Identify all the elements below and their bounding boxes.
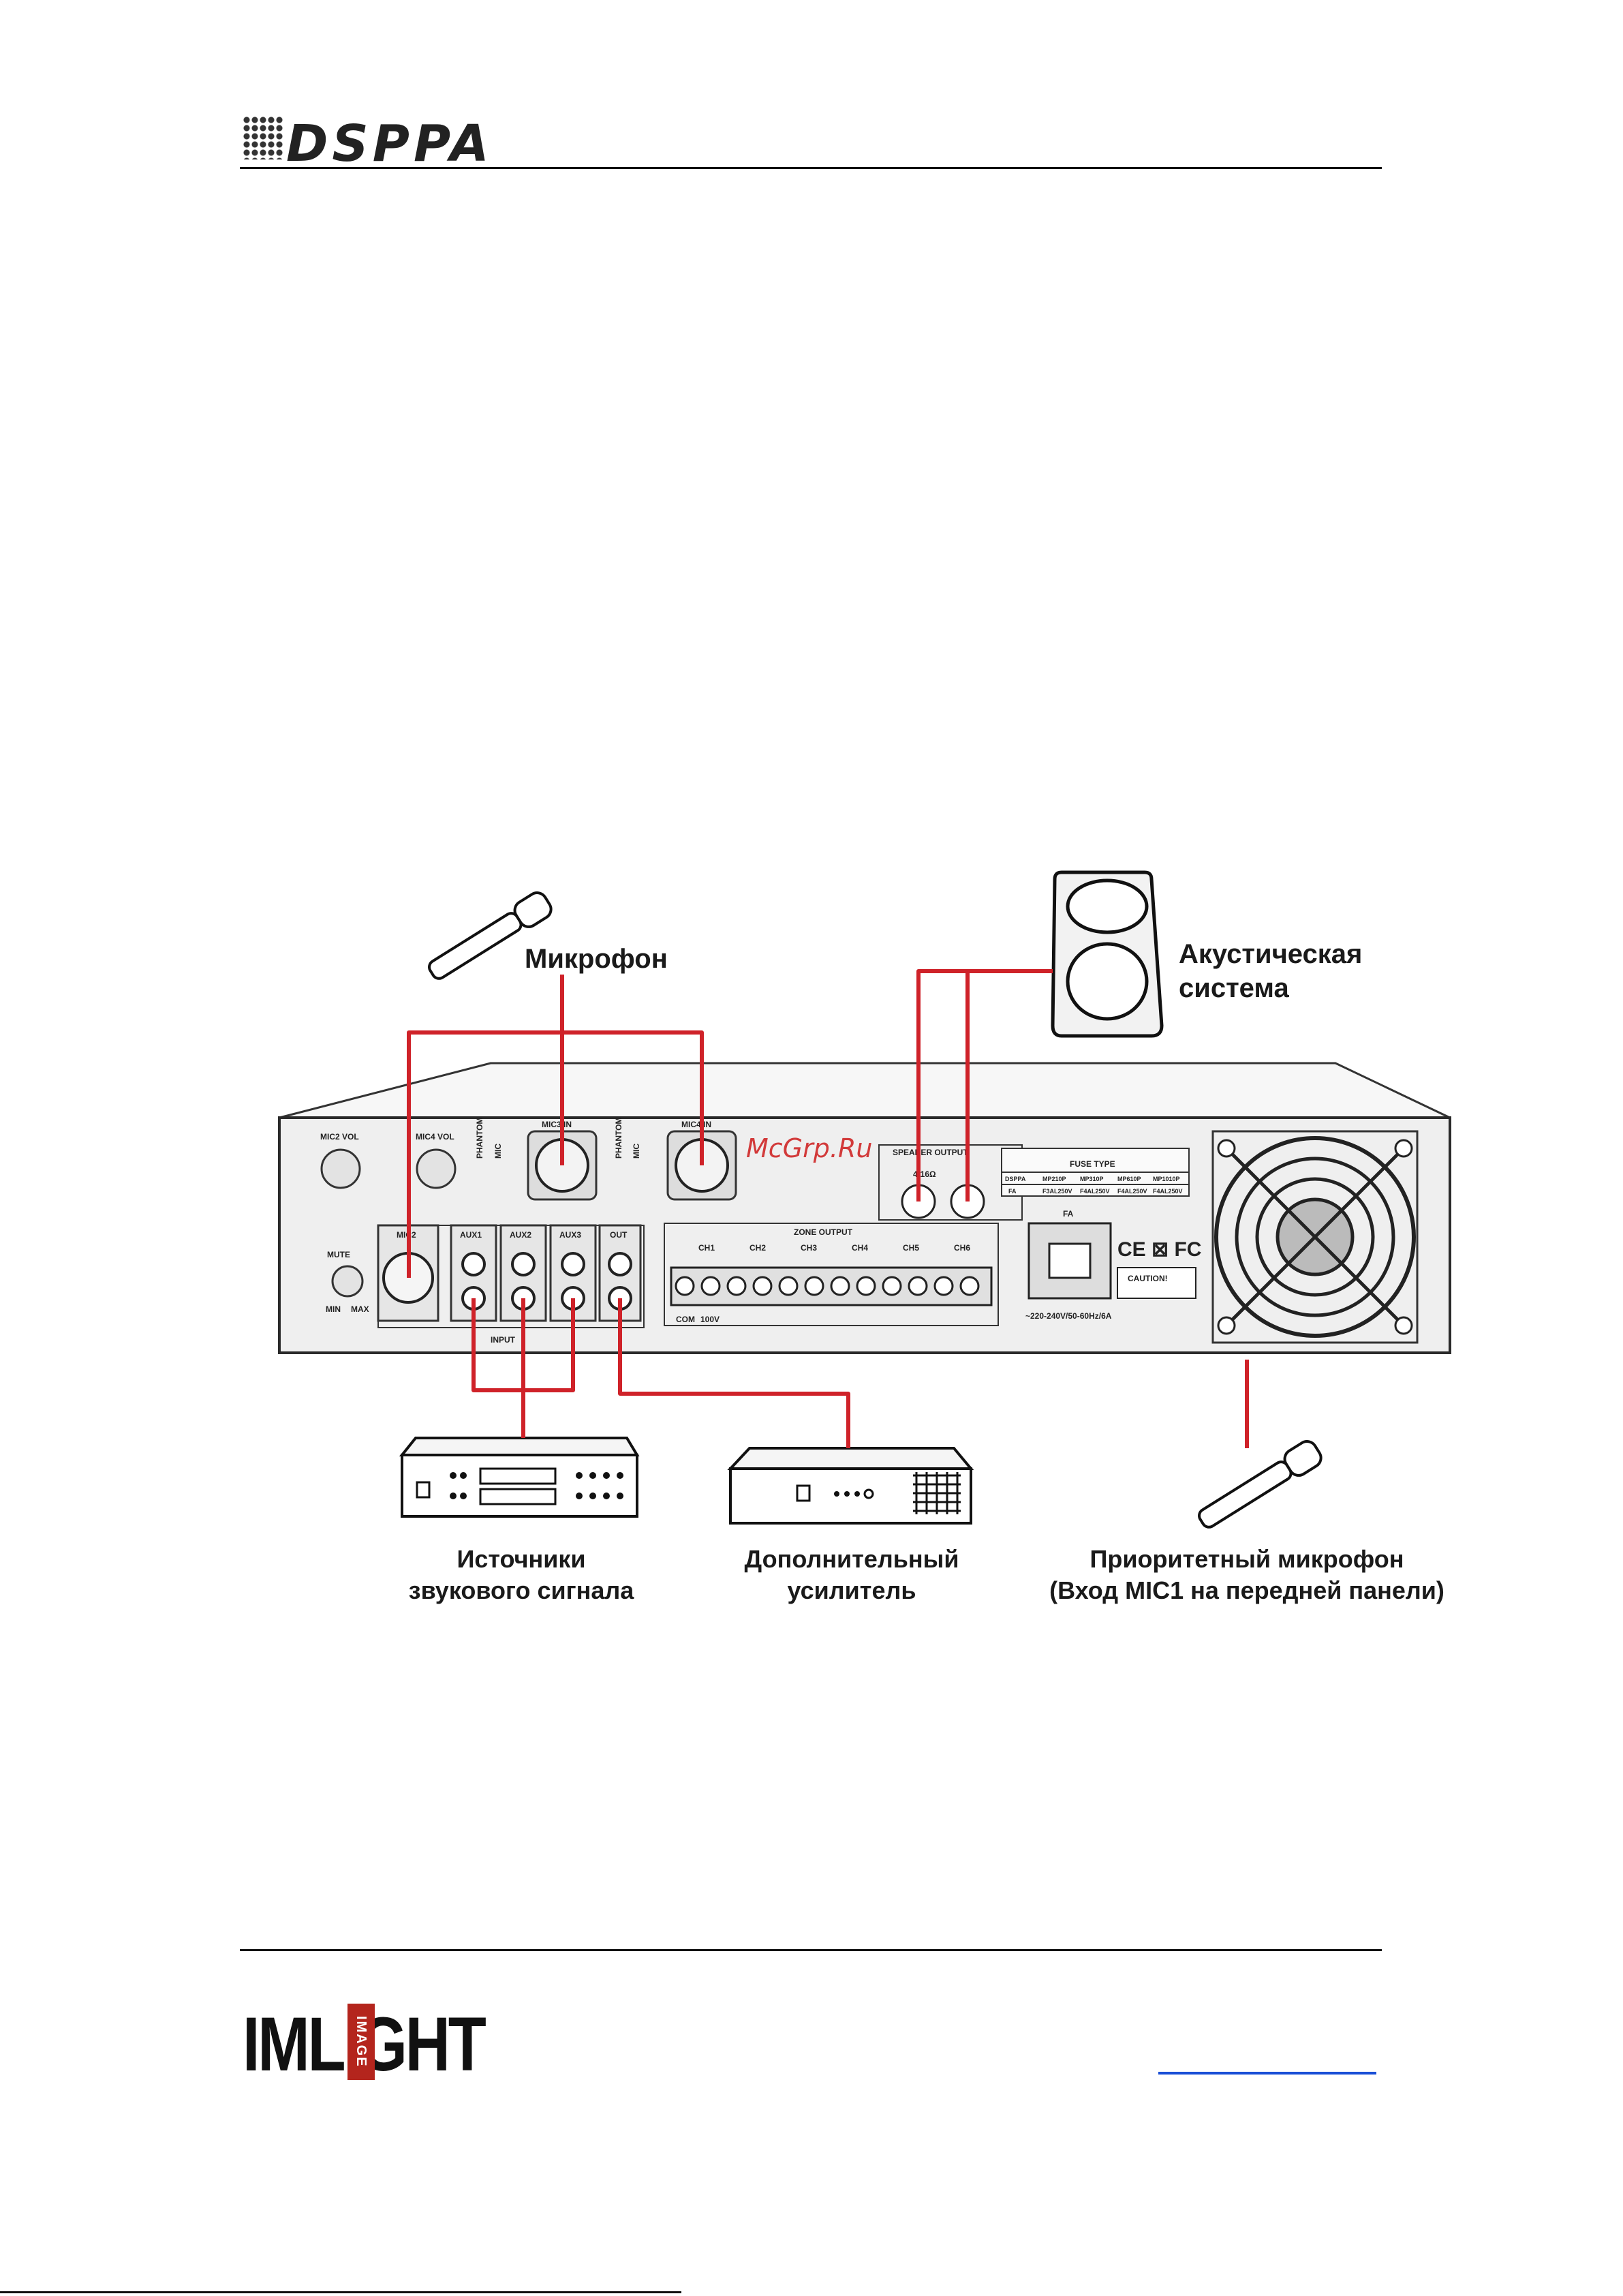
zone-output-label: ZONE OUTPUT xyxy=(794,1227,853,1237)
zone-terminal-screw xyxy=(700,1276,721,1296)
ch2-label: CH2 xyxy=(749,1243,766,1253)
cert-marks: CE ⊠ FC xyxy=(1117,1238,1201,1261)
input-label: INPUT xyxy=(491,1335,516,1345)
fuse-value-1: F3AL250V xyxy=(1042,1188,1072,1195)
ch6-label: CH6 xyxy=(954,1243,970,1253)
fuse-header-mp610p: MP610P xyxy=(1117,1176,1141,1182)
footer-logo-image-tag: IMAGE xyxy=(347,2004,375,2080)
fuse-value-3: F4AL250V xyxy=(1117,1188,1147,1195)
caution-label: CAUTION! xyxy=(1128,1274,1168,1283)
zone-terminal-screw xyxy=(804,1276,824,1296)
page-bottom-rule xyxy=(0,2291,681,2293)
footer-link-underline[interactable] xyxy=(1158,2072,1376,2075)
fan-grille-icon xyxy=(1211,1130,1419,1344)
microphone-label: Микрофон xyxy=(525,944,668,974)
mic4-vol-knob xyxy=(416,1148,457,1189)
amplifier-top xyxy=(279,1062,1451,1119)
zone-terminal-screw xyxy=(830,1276,850,1296)
speaker-output-label: SPEAKER OUTPUT xyxy=(893,1148,968,1157)
fuse-header-mp1010p: MP1010P xyxy=(1153,1176,1180,1182)
zone-terminal-screw xyxy=(752,1276,773,1296)
ch4-label: CH4 xyxy=(852,1243,868,1253)
aux1-label: AUX1 xyxy=(460,1230,482,1240)
ch5-label: CH5 xyxy=(903,1243,919,1253)
amplifier-label: Дополнительный усилитель xyxy=(702,1544,1002,1606)
zone-output-frame xyxy=(664,1223,999,1326)
mute-knob xyxy=(331,1265,364,1298)
header-rule xyxy=(240,167,1382,169)
sources-label-line2: звукового сигнала xyxy=(408,1576,634,1604)
zone-terminal-screw xyxy=(856,1276,876,1296)
aux1-rca-top xyxy=(461,1252,486,1276)
ch3-label: CH3 xyxy=(801,1243,817,1253)
priority-mic-label-line1: Приоритетный микрофон xyxy=(1089,1545,1404,1573)
fuse-value-fa: FA xyxy=(1008,1188,1017,1195)
wire-mic2-to-mic4 xyxy=(407,1030,704,1278)
mic2-vol-label: MIC2 VOL xyxy=(320,1132,359,1142)
mic-label-2: MIC xyxy=(632,1144,641,1159)
v100-label: 100V xyxy=(700,1315,720,1324)
speaker-label-line2: система xyxy=(1179,973,1289,1003)
fuse-value-2: F4AL250V xyxy=(1080,1188,1110,1195)
min-label: MIN xyxy=(326,1304,341,1314)
footer-rule xyxy=(240,1949,1382,1951)
speaker-label-line1: Акустическая xyxy=(1179,939,1363,969)
zone-terminal-screw xyxy=(726,1276,747,1296)
caution-label-frame xyxy=(1117,1267,1196,1299)
aux2-label: AUX2 xyxy=(510,1230,531,1240)
priority-mic-label-line2: (Вход MIC1 на передней панели) xyxy=(1049,1576,1444,1604)
zone-terminal-screw xyxy=(778,1276,799,1296)
mic4-vol-label: MIC4 VOL xyxy=(416,1132,454,1142)
fuse-header-dsppa: DSPPA xyxy=(1005,1176,1026,1182)
com-label: COM xyxy=(676,1315,695,1324)
zone-terminals xyxy=(675,1276,980,1296)
aux2-rca-top xyxy=(511,1252,536,1276)
mic4-in-label: MIC4 IN xyxy=(681,1120,711,1129)
phantom-label-2: PHANTOM xyxy=(614,1118,623,1159)
fuse-type-label: FUSE TYPE xyxy=(1070,1159,1115,1169)
audio-source-device-icon xyxy=(399,1437,640,1518)
mic2-vol-knob xyxy=(320,1148,361,1189)
fa-label: FA xyxy=(1063,1209,1074,1219)
phantom-label-1: PHANTOM xyxy=(475,1118,484,1159)
ch1-label: CH1 xyxy=(698,1243,715,1253)
wire-out-to-amp xyxy=(618,1298,850,1448)
fuse-header-mp210p: MP210P xyxy=(1042,1176,1066,1182)
zone-terminal-screw xyxy=(908,1276,928,1296)
logo-dots-icon xyxy=(243,116,283,159)
max-label: MAX xyxy=(351,1304,369,1314)
mute-label: MUTE xyxy=(327,1250,350,1259)
fuse-headers: DSPPA MP210P MP310P MP610P MP1010P FA F3… xyxy=(1005,1176,1183,1195)
power-label: ~220-240V/50-60Hz/6A xyxy=(1025,1311,1112,1321)
power-socket-inner xyxy=(1048,1242,1092,1279)
mic-label-1: MIC xyxy=(493,1144,503,1159)
additional-amplifier-icon xyxy=(727,1447,974,1525)
out-rca-top xyxy=(608,1252,632,1276)
speaker-label: Акустическая система xyxy=(1179,937,1362,1005)
aux3-label: AUX3 xyxy=(559,1230,581,1240)
connection-wires xyxy=(407,969,1249,1448)
out-label: OUT xyxy=(610,1230,628,1240)
zone-terminal-screw xyxy=(933,1276,954,1296)
mic2-label: MIC2 xyxy=(397,1230,416,1240)
speaker-cabinet-icon xyxy=(1051,870,1164,1038)
aux3-rca-top xyxy=(561,1252,585,1276)
wire-speaker-minus xyxy=(916,969,1053,1201)
watermark-text: McGrp.Ru xyxy=(746,1133,873,1163)
microphone-icon xyxy=(428,891,553,980)
priority-mic-label: Приоритетный микрофон (Вход MIC1 на пере… xyxy=(1015,1544,1479,1606)
amplifier-label-line1: Дополнительный xyxy=(744,1545,959,1573)
sources-label: Источники звукового сигнала xyxy=(365,1544,678,1606)
sources-label-line1: Источники xyxy=(457,1545,586,1573)
priority-microphone-icon xyxy=(1198,1440,1323,1529)
zone-terminal-screw xyxy=(959,1276,980,1296)
zone-terminal-screw xyxy=(675,1276,695,1296)
header-logo: DSPPA xyxy=(286,114,493,173)
mic3-in-label: MIC3 IN xyxy=(542,1120,572,1129)
amplifier-label-line2: усилитель xyxy=(787,1576,916,1604)
zone-terminal-screw xyxy=(882,1276,902,1296)
fuse-header-mp310p: MP310P xyxy=(1080,1176,1104,1182)
fuse-value-4: F4AL250V xyxy=(1153,1188,1183,1195)
